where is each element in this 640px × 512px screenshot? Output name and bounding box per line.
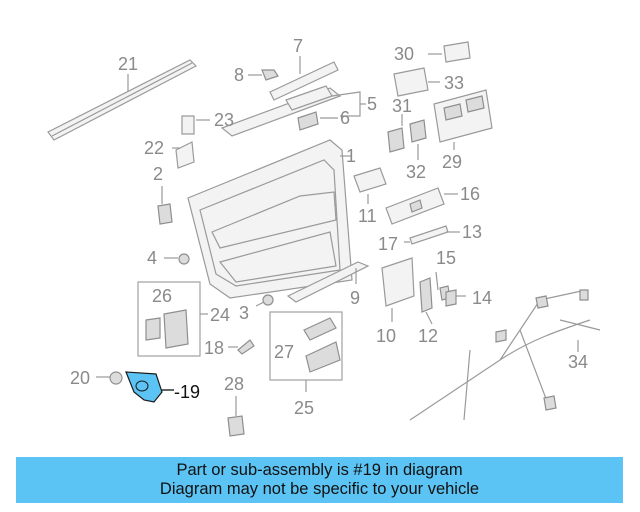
part-9-armrest bbox=[286, 261, 370, 303]
part-32-switch bbox=[409, 119, 427, 160]
part-24-box bbox=[137, 281, 208, 357]
label-15: 15 bbox=[436, 248, 456, 268]
part-19-highlighted[interactable] bbox=[125, 371, 174, 403]
label-9: 9 bbox=[350, 288, 360, 308]
label-16: 16 bbox=[460, 184, 480, 204]
part-10-panel bbox=[381, 257, 415, 322]
part-16-switch-panel bbox=[385, 187, 458, 225]
label-34: 34 bbox=[568, 352, 588, 372]
label-18: 18 bbox=[204, 338, 224, 358]
label-31: 31 bbox=[392, 96, 412, 116]
label-28: 28 bbox=[224, 374, 244, 394]
label-27: 27 bbox=[274, 342, 294, 362]
part-13-17-strips bbox=[404, 225, 460, 245]
label-22: 22 bbox=[144, 138, 164, 158]
label-3: 3 bbox=[239, 303, 249, 323]
part-25-box bbox=[269, 311, 343, 392]
label-17: 17 bbox=[378, 234, 398, 254]
part-34-wiring-harness bbox=[409, 289, 601, 421]
label-1: 1 bbox=[346, 146, 356, 166]
part-29-switch-block bbox=[433, 89, 493, 150]
label-24: 24 bbox=[210, 305, 230, 325]
label-8: 8 bbox=[234, 65, 244, 85]
label-6: 6 bbox=[340, 108, 350, 128]
part-11-switch bbox=[353, 167, 387, 204]
label-10: 10 bbox=[376, 326, 396, 346]
banner-line-2: Diagram may not be specific to your vehi… bbox=[159, 480, 480, 498]
label-11: 11 bbox=[358, 206, 377, 226]
label-33: 33 bbox=[444, 73, 464, 93]
label-32: 32 bbox=[406, 162, 426, 182]
label-4: 4 bbox=[147, 248, 157, 268]
part-5-6-trim bbox=[220, 85, 366, 137]
part-28-clip bbox=[227, 396, 245, 437]
label-30: 30 bbox=[394, 44, 414, 64]
label-14: 14 bbox=[472, 288, 492, 308]
label-26: 26 bbox=[152, 286, 172, 306]
label-2: 2 bbox=[153, 164, 163, 184]
part-30-switch bbox=[428, 41, 471, 63]
part-1-door-panel bbox=[187, 139, 353, 299]
label-20: 20 bbox=[70, 368, 90, 388]
part-22-bracket bbox=[172, 141, 195, 169]
part-18-clip bbox=[228, 339, 255, 355]
part-8-clip bbox=[248, 69, 279, 81]
part-4-screw bbox=[164, 253, 190, 265]
label-23: 23 bbox=[214, 110, 234, 130]
part-21-strip bbox=[47, 59, 198, 141]
part-20-cap bbox=[96, 371, 123, 385]
part-2-clip bbox=[157, 186, 173, 225]
label-5: 5 bbox=[367, 94, 377, 114]
part-7-strip bbox=[269, 56, 339, 101]
part-3-pin bbox=[255, 294, 274, 307]
label-19[interactable]: -19 bbox=[174, 382, 200, 402]
label-7: 7 bbox=[293, 36, 303, 56]
part-31-switch bbox=[387, 114, 405, 153]
label-25: 25 bbox=[294, 398, 314, 418]
label-12: 12 bbox=[418, 326, 438, 346]
part-23-hinge bbox=[181, 115, 210, 135]
label-29: 29 bbox=[442, 152, 462, 172]
part-12-14-15 bbox=[419, 271, 466, 325]
part-33-switch bbox=[393, 67, 440, 97]
info-banner: Part or sub-assembly is #19 in diagram D… bbox=[16, 457, 623, 503]
label-13: 13 bbox=[462, 222, 482, 242]
banner-line-1: Part or sub-assembly is #19 in diagram bbox=[176, 461, 463, 479]
label-21: 21 bbox=[118, 54, 138, 74]
